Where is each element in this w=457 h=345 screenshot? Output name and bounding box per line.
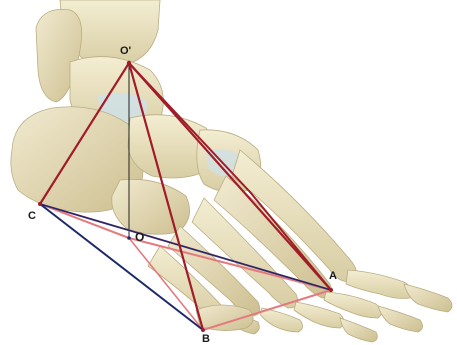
vertex-a-dot (329, 288, 333, 292)
label-c: C (28, 210, 36, 222)
label-a: A (329, 270, 337, 282)
vertex-c-dot (38, 202, 42, 206)
label-b: B (202, 333, 210, 345)
vertex-o-dot (127, 236, 131, 240)
vertex-oprime-dot (127, 61, 131, 65)
label-o-prime: O' (120, 45, 132, 57)
vertex-b-dot (201, 328, 205, 332)
cuboid-bone (112, 179, 190, 234)
label-o: O (135, 230, 144, 244)
